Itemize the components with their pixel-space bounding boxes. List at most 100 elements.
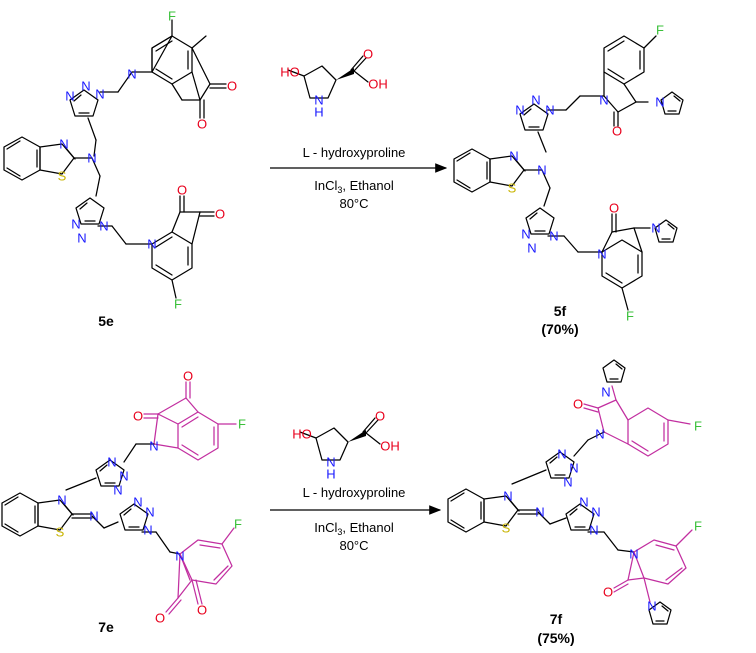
atom-N: N — [549, 229, 558, 244]
product-7f — [447, 359, 693, 625]
atom-S: S — [508, 181, 517, 196]
atom-N: N — [503, 489, 512, 504]
compound-label-7f: 7f — [550, 611, 563, 627]
atom-F: F — [238, 417, 246, 432]
atom-OH: OH — [368, 77, 388, 92]
atom-HO: HO — [292, 427, 312, 442]
atom-N: N — [145, 505, 154, 520]
atom-F: F — [168, 9, 176, 24]
atom-N: N — [597, 247, 606, 262]
atom-N: N — [521, 227, 530, 242]
atom-O: O — [183, 369, 193, 384]
atom-N: N — [599, 93, 608, 108]
atom-N: N — [113, 483, 122, 498]
atom-N: N — [569, 461, 578, 476]
atom-O: O — [197, 603, 207, 618]
atom-N: N — [143, 523, 152, 538]
atom-F: F — [174, 297, 182, 312]
compound-label-7e: 7e — [98, 619, 114, 635]
atom-N: N — [535, 505, 544, 520]
reactant-5e — [3, 19, 227, 299]
atom-N: N — [59, 137, 68, 152]
product-7f-atoms: N O N F N N N N S N N N N N F O N — [502, 385, 702, 614]
atom-F: F — [626, 309, 634, 324]
atom-O: O — [375, 409, 385, 424]
compound-label-5e: 5e — [98, 313, 114, 329]
conditions-1-salt: InCl — [314, 178, 337, 193]
atom-N: N — [65, 89, 74, 104]
atom-O: O — [363, 47, 373, 62]
atom-N: N — [557, 447, 566, 462]
atom-N: N — [71, 217, 80, 232]
atom-N: N — [149, 439, 158, 454]
atom-N: N — [515, 103, 524, 118]
atom-N: N — [601, 385, 610, 400]
atom-N: N — [647, 599, 656, 614]
atom-S: S — [58, 169, 67, 184]
atom-N: N — [509, 149, 518, 164]
atom-N: N — [537, 163, 546, 178]
conditions-1-sub: 3 — [337, 185, 342, 195]
atom-O: O — [197, 117, 207, 132]
temperature-2: 80°C — [339, 538, 368, 553]
conditions-1: InCl3, Ethanol — [314, 178, 394, 195]
yield-7f: (75%) — [537, 630, 574, 646]
atom-N: N — [563, 475, 572, 490]
atom-N: N — [81, 79, 90, 94]
atom-N: N — [531, 93, 540, 108]
atom-N: N — [95, 87, 104, 102]
reagent-name-1: L - hydroxyproline — [303, 145, 406, 160]
atom-N: N — [175, 549, 184, 564]
atom-F: F — [694, 419, 702, 434]
atom-H: H — [314, 105, 323, 120]
reagent-hydroxyproline-2: HO N H O OH — [292, 409, 400, 482]
atom-O: O — [215, 207, 225, 222]
reactant-5e-atoms: F N O O N N N N S N N N N N O O F — [58, 9, 237, 312]
product-5f — [453, 35, 684, 311]
atom-S: S — [502, 521, 511, 536]
atom-N: N — [107, 455, 116, 470]
atom-F: F — [694, 519, 702, 534]
yield-5f: (70%) — [541, 321, 578, 337]
atom-N: N — [595, 427, 604, 442]
atom-N: N — [589, 523, 598, 538]
atom-N: N — [87, 151, 96, 166]
atom-N: N — [314, 93, 323, 108]
atom-N: N — [591, 505, 600, 520]
atom-O: O — [177, 183, 187, 198]
atom-F: F — [656, 23, 664, 38]
atom-N: N — [651, 221, 660, 236]
conditions-2-sub: 3 — [337, 527, 342, 537]
atom-N: N — [655, 95, 664, 110]
atom-N: N — [579, 495, 588, 510]
atom-O: O — [573, 397, 583, 412]
conditions-2: InCl3, Ethanol — [314, 520, 394, 537]
atom-N: N — [77, 231, 86, 246]
atom-O: O — [612, 124, 622, 139]
conditions-2-salt: InCl — [314, 520, 337, 535]
reactant-7e — [1, 381, 237, 615]
atom-O: O — [609, 201, 619, 216]
atom-N: N — [545, 103, 554, 118]
atom-OH: OH — [380, 439, 400, 454]
atom-N: N — [629, 547, 638, 562]
atom-F: F — [234, 517, 242, 532]
atom-N: N — [99, 219, 108, 234]
product-5f-atoms: F N O N N N N N S N N N N N O N F — [508, 23, 665, 324]
atom-N: N — [119, 469, 128, 484]
reactant-7e-atoms: O O N F N N N N S N N N N N F O O — [56, 369, 246, 626]
atom-N: N — [527, 241, 536, 256]
atom-N: N — [57, 493, 66, 508]
atom-N: N — [133, 495, 142, 510]
conditions-1-solvent: , Ethanol — [342, 178, 393, 193]
atom-O: O — [227, 79, 237, 94]
atom-O: O — [133, 409, 143, 424]
atom-N: N — [326, 455, 335, 470]
temperature-1: 80°C — [339, 196, 368, 211]
atom-H: H — [326, 467, 335, 482]
compound-label-5f: 5f — [554, 303, 567, 319]
reagent-hydroxyproline-1: HO N H O OH — [280, 47, 388, 120]
atom-HO: HO — [280, 65, 300, 80]
atom-N: N — [89, 509, 98, 524]
